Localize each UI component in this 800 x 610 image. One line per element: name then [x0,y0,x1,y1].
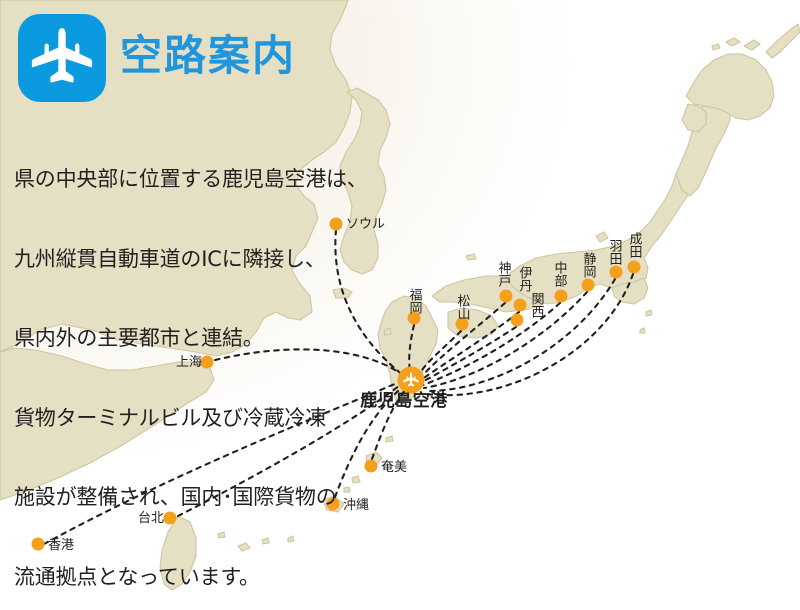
city-marker-伊丹[interactable] [513,298,527,312]
city-label-中部: 中部 [551,261,567,287]
land-kyushu [377,295,439,405]
land-korea [339,87,391,275]
description-line-1: 県の中央部に位置する鹿児島空港は、 [14,167,368,191]
land-china-coast [0,347,215,501]
land-kurils [765,23,800,59]
route-okinawa [333,382,408,499]
city-label-成田: 成田 [626,232,642,258]
description-line-5: 施設が整備され、国内･国際貨物の [14,485,337,509]
land-kanto-coast [611,277,649,305]
city-label-伊丹: 伊丹 [516,266,532,292]
land-honshu-central [505,157,701,305]
city-label-神戸: 神戸 [495,261,511,287]
description-line-4: 貨物ターミナルビル及び冷蔵冷凍 [14,405,326,430]
city-label-福岡: 福岡 [406,288,422,314]
city-marker-関西[interactable] [510,313,524,327]
route-chubu [421,301,562,387]
route-matsuyama [416,329,463,378]
route-kobe [418,301,507,380]
route-hongkong [42,378,406,546]
land-hokkaido-cape [681,103,707,133]
route-seoul [334,228,406,378]
land-isle-sado [595,231,609,243]
hub-label-kagoshima-airport: 鹿児島空港 [360,391,448,411]
route-itami [419,310,521,382]
land-kuril-isle-1 [743,39,761,51]
route-shanghai [213,348,406,378]
city-marker-成田[interactable] [627,260,641,274]
land-taiwan [159,515,197,591]
city-marker-静岡[interactable] [581,278,595,292]
airplane-icon [403,372,419,387]
land-hokkaido [685,53,775,121]
route-shizuoka [422,290,589,390]
city-label-松山: 松山 [454,294,470,320]
land-ryukyu-small-3 [385,435,394,443]
land-isle-goto [383,327,392,336]
land-isle-d [287,535,295,543]
city-marker-神戸[interactable] [499,289,513,303]
land-isle-izu2 [639,327,646,334]
city-marker-中部[interactable] [554,289,568,303]
route-kansai [420,325,518,384]
land-kuril-isle-2 [725,37,741,47]
city-label-奄美: 奄美 [381,460,408,475]
land-ryukyu-small-1 [351,475,361,484]
land-isle-oki [465,253,477,261]
route-haneda [423,277,617,393]
land-isle-c [261,537,270,545]
city-label-静岡: 静岡 [580,252,596,278]
hub-marker-kagoshima-airport[interactable] [397,366,425,394]
page-title: 空路案内 [120,31,297,80]
city-marker-羽田[interactable] [609,265,623,279]
land-ryukyu-small-2 [343,486,351,493]
airplane-icon [18,14,106,102]
description-line-3: 県内外の主要都市と連結。 [14,326,264,350]
description-text: 県の中央部に位置する鹿児島空港は、 九州縦貫自動車道のICに隣接し、 県内外の主… [14,113,368,610]
description-line-2: 九州縦貫自動車道のICに隣接し、 [14,246,326,271]
land-kuril-isle-3 [711,43,721,51]
route-narita [424,272,635,397]
city-label-羽田: 羽田 [606,239,622,265]
description-line-6: 流通拠点となっています。 [14,564,260,589]
city-label-関西: 関西 [528,292,544,318]
header: 空路案内 [18,14,296,102]
land-isle-izu [645,309,653,317]
land-isle-a [217,531,226,539]
land-isle-b [237,542,251,552]
